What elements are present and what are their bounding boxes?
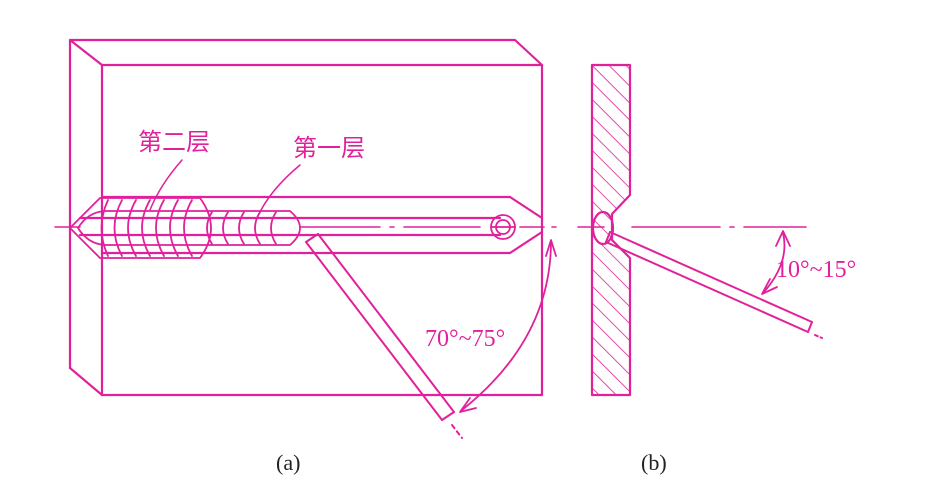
first-layer-bead — [77, 210, 301, 246]
label-second-layer: 第二层 — [138, 128, 210, 156]
electrode-a — [305, 233, 463, 439]
label-first-layer: 第一层 — [293, 134, 365, 162]
leader-lines — [149, 159, 301, 217]
caption-b: (b) — [641, 450, 667, 475]
angle-arc-b — [761, 230, 791, 295]
electrode-b — [605, 231, 823, 339]
second-layer-bead — [69, 197, 212, 259]
caption-a: (a) — [276, 450, 301, 475]
label-angle-b: 10°~15° — [776, 257, 857, 283]
plate-b-section — [590, 63, 632, 397]
plate-a — [68, 38, 544, 397]
angle-arc-a — [459, 239, 557, 413]
root-end-circle — [490, 214, 516, 240]
label-angle-a: 70°~75° — [425, 326, 506, 352]
